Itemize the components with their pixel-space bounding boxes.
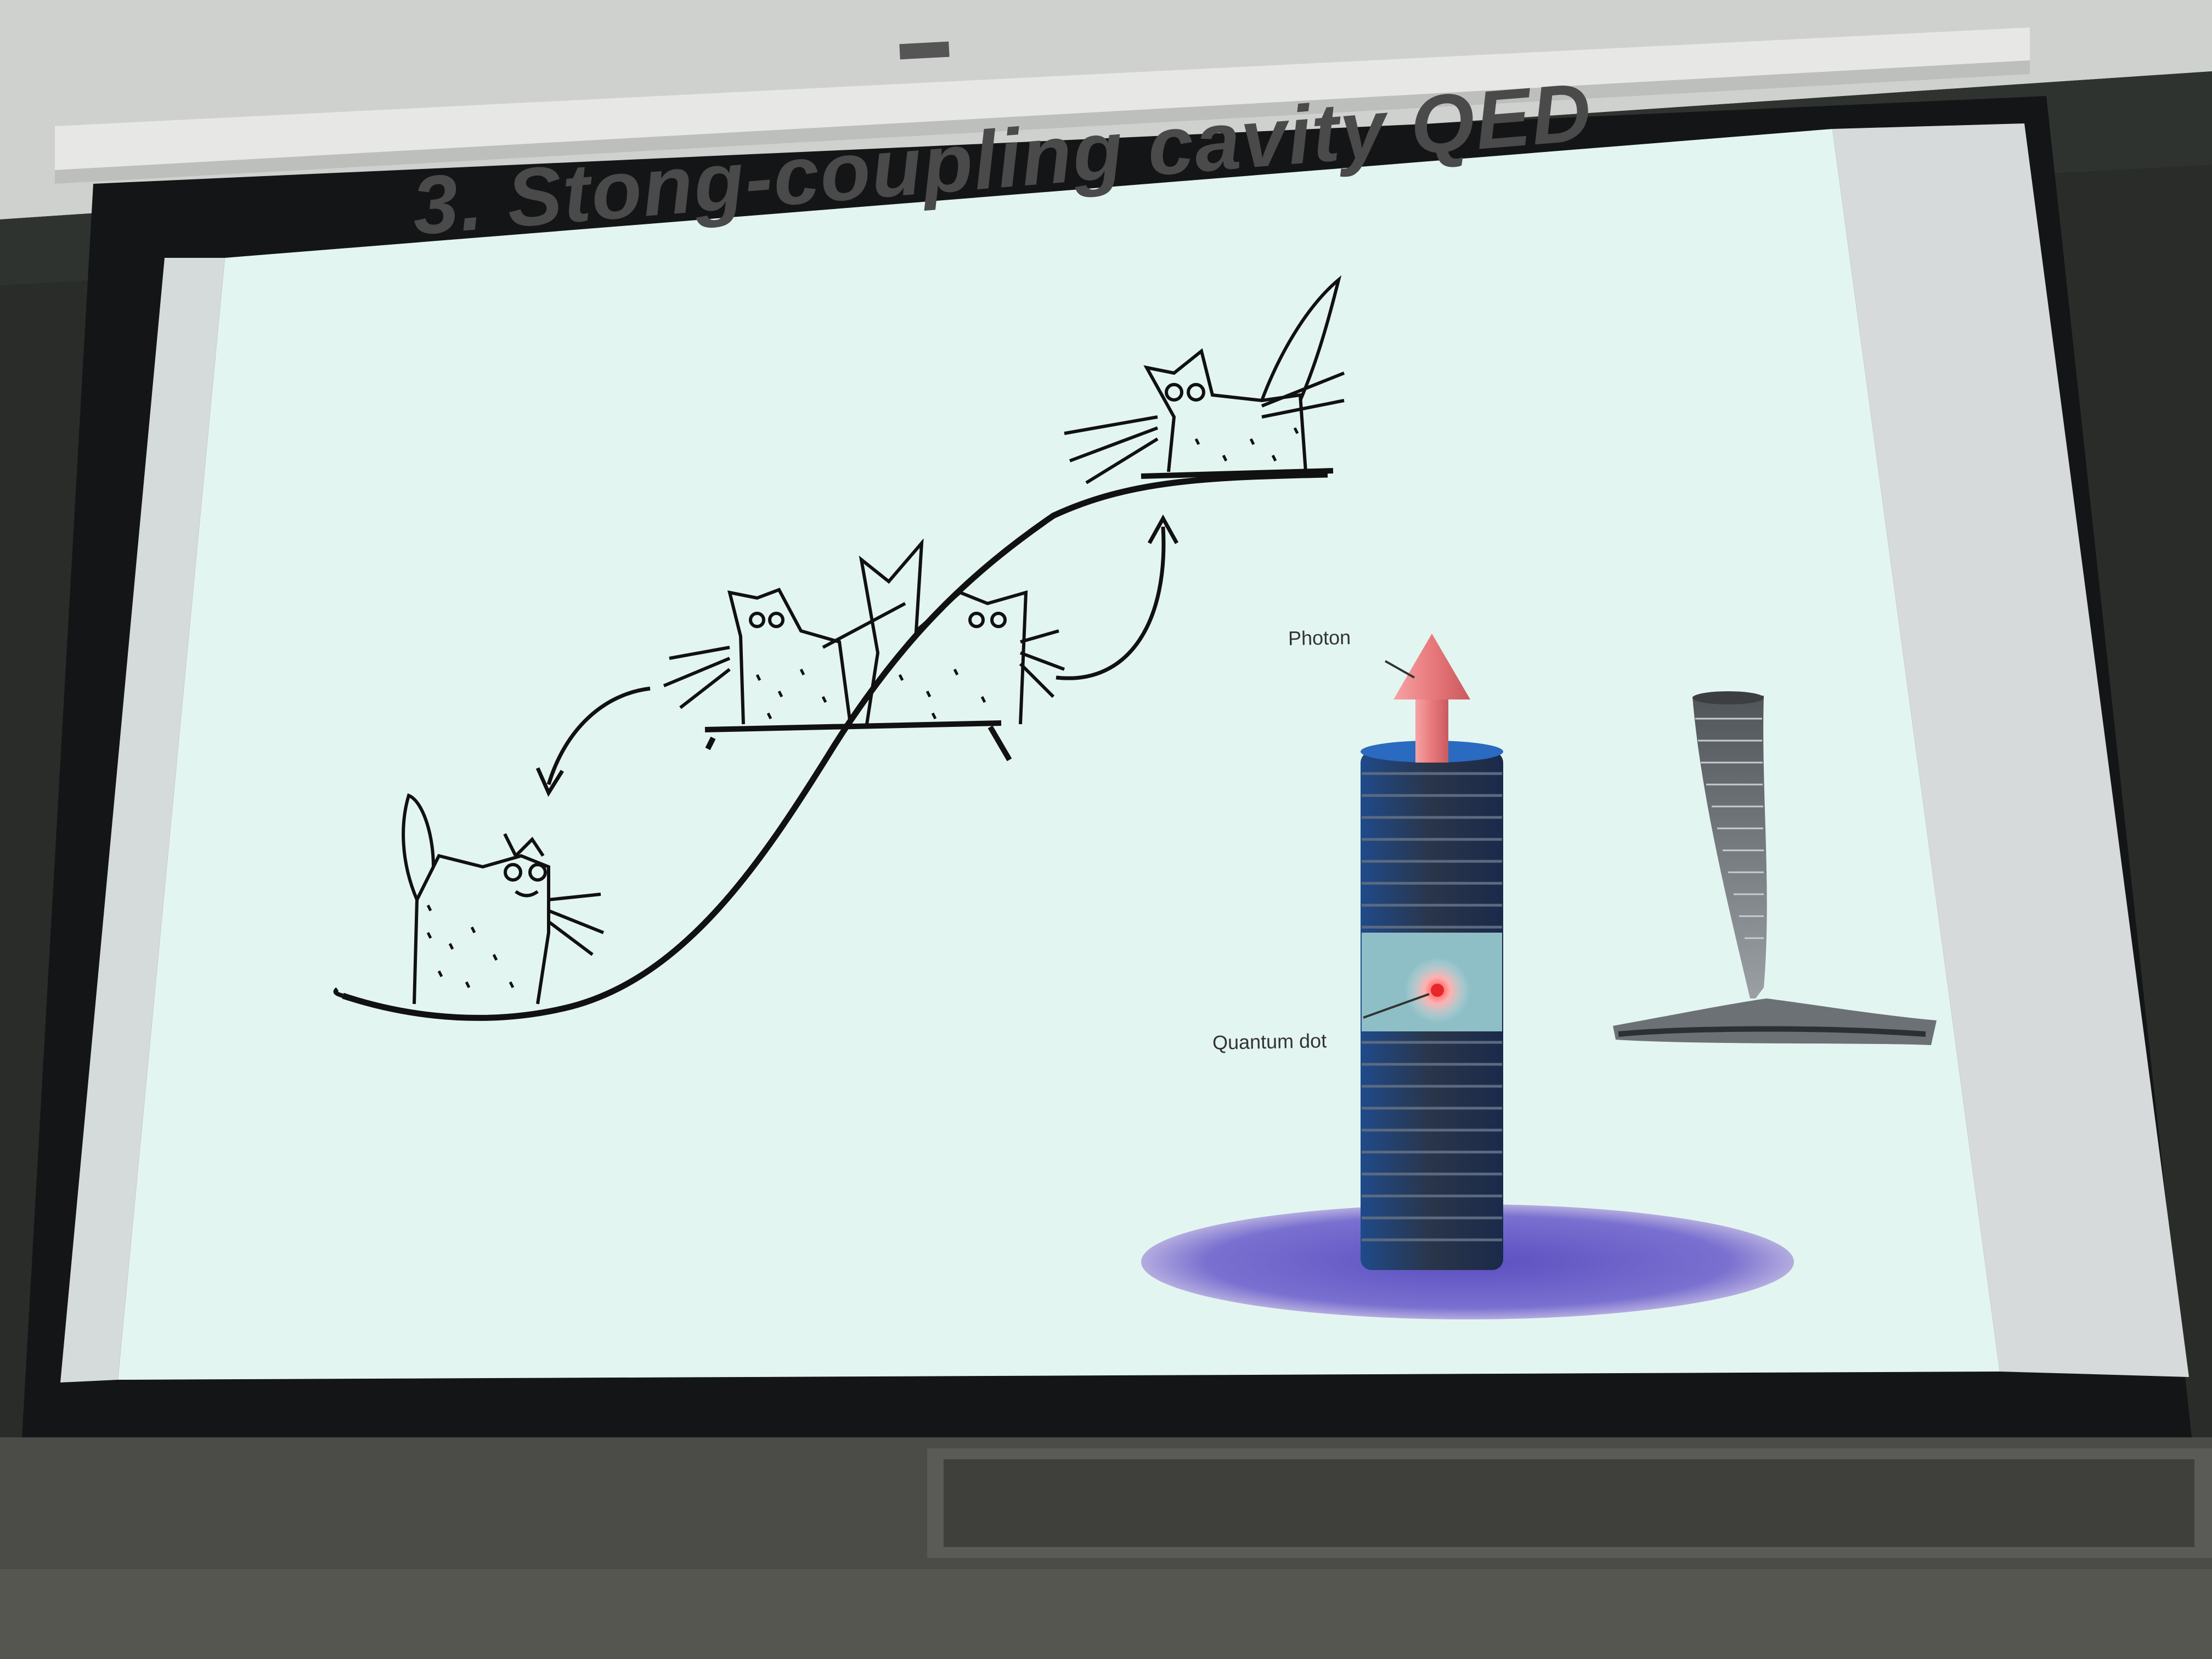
photon-label: Photon (1288, 626, 1351, 650)
top-shelf (1141, 468, 1334, 479)
cat-sketch-middle-left (663, 588, 906, 725)
sem-pillar-image (1613, 691, 1937, 1045)
curved-arrow-left (546, 686, 651, 786)
cat-sketch-high (1064, 275, 1345, 484)
slide-background (118, 129, 2000, 1380)
screen-housing (55, 27, 2030, 184)
cat-sketch-middle-right (859, 538, 1065, 725)
curved-arrow-right (1056, 526, 1166, 680)
cat-sketch-low (402, 793, 605, 1005)
energy-curve (342, 471, 1328, 1021)
photon-arrow (1385, 634, 1470, 763)
quantum-dot-label: Quantum dot (1212, 1029, 1327, 1054)
micropillar-cavity (1361, 741, 1503, 1270)
middle-shelf (704, 720, 1012, 761)
